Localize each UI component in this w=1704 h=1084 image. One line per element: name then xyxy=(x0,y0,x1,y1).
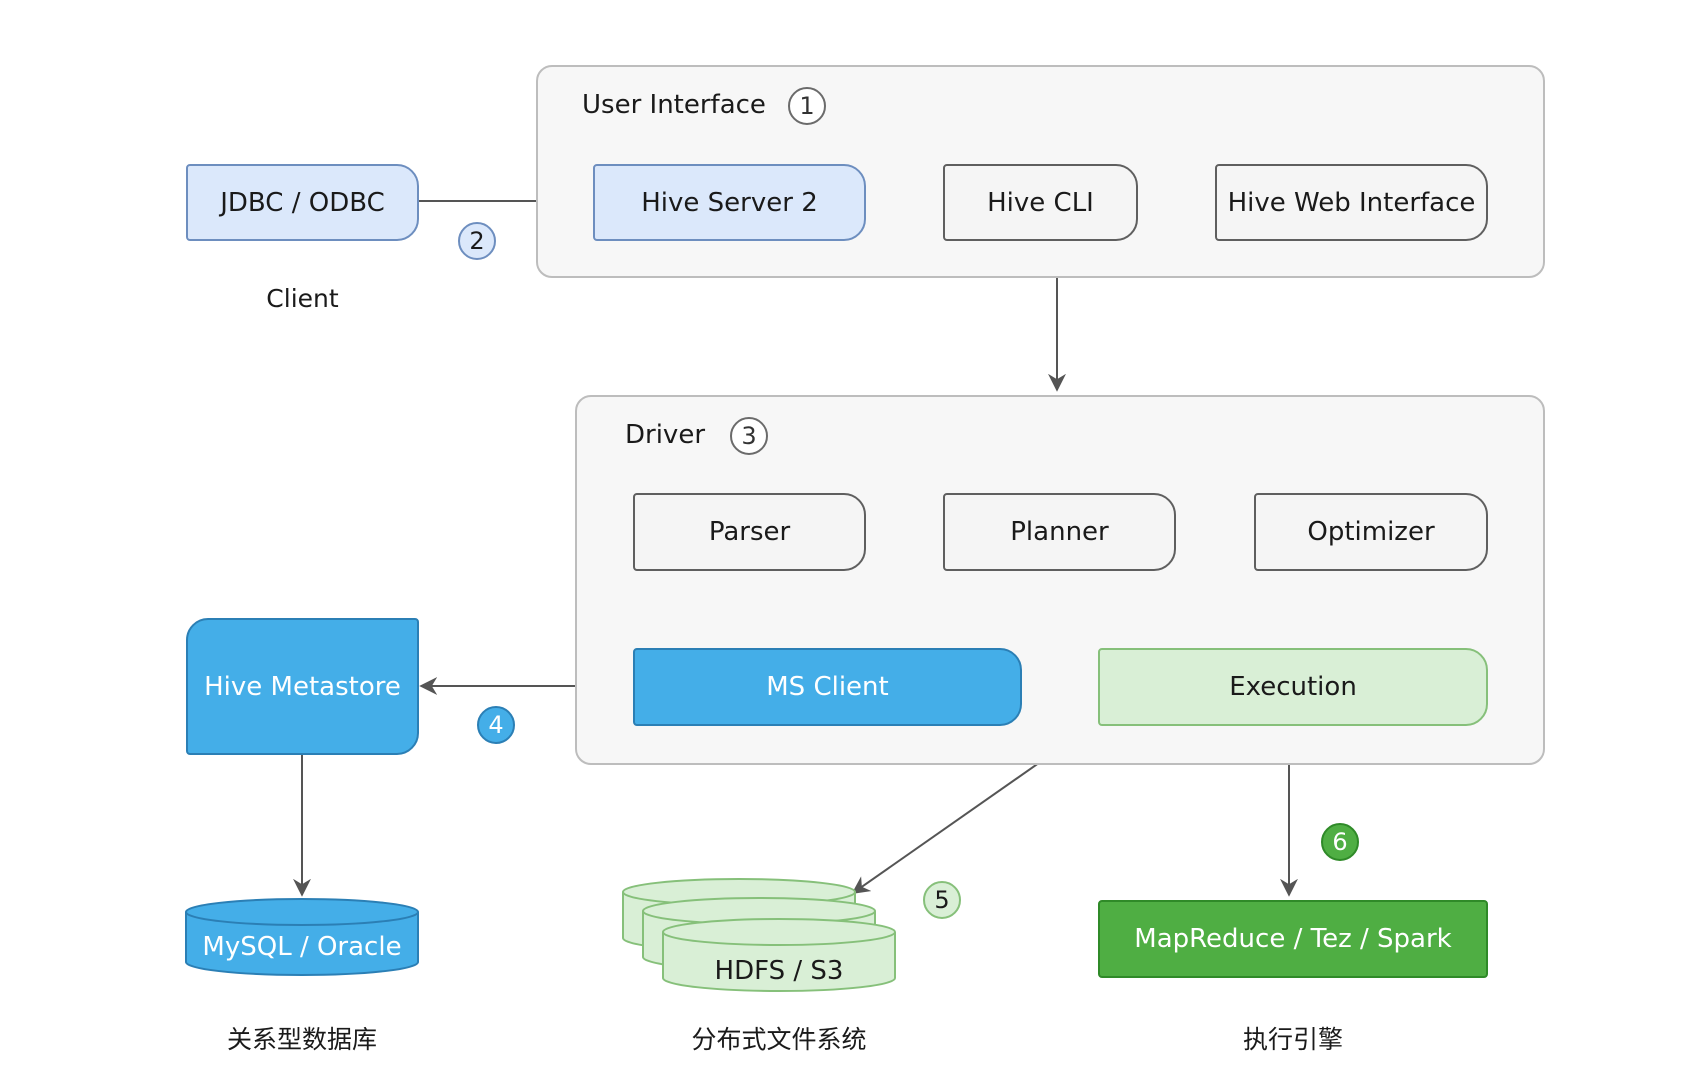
optimizer-label: Optimizer xyxy=(1307,517,1435,547)
step-4-badge: 4 xyxy=(477,706,515,744)
step-5-number: 5 xyxy=(934,886,950,914)
ms-client-label: MS Client xyxy=(766,672,889,702)
mapreduce-tez-spark-label: MapReduce / Tez / Spark xyxy=(1134,924,1452,954)
hdfs-s3-cylinders xyxy=(622,878,896,992)
step-3-badge: 3 xyxy=(730,417,768,455)
hive-server-2-label: Hive Server 2 xyxy=(641,187,818,218)
client-caption: Client xyxy=(266,284,339,313)
user-interface-title: User Interface xyxy=(582,90,766,120)
parser-box: Parser xyxy=(633,493,866,571)
hive-metastore-label: Hive Metastore xyxy=(204,671,401,702)
distributed-fs-caption: 分布式文件系统 xyxy=(691,1025,867,1054)
driver-title: Driver xyxy=(625,420,706,450)
step-2-number: 2 xyxy=(469,227,485,255)
step-1-number: 1 xyxy=(799,92,815,120)
parser-label: Parser xyxy=(708,517,791,547)
hive-web-interface-label: Hive Web Interface xyxy=(1227,187,1476,218)
step-4-number: 4 xyxy=(488,711,504,739)
hive-metastore-box: Hive Metastore xyxy=(186,618,419,755)
execution-box: Execution xyxy=(1098,648,1488,726)
mapreduce-tez-spark-box: MapReduce / Tez / Spark xyxy=(1098,900,1488,978)
step-1-badge: 1 xyxy=(788,87,826,125)
execution-engine-caption: 执行引擎 xyxy=(1242,1025,1343,1054)
mysql-oracle-label: MySQL / Oracle xyxy=(202,932,402,962)
execution-label: Execution xyxy=(1229,672,1357,702)
optimizer-box: Optimizer xyxy=(1254,493,1488,571)
hive-server-2-box: Hive Server 2 xyxy=(593,164,866,241)
step-5-badge: 5 xyxy=(923,881,961,919)
relational-db-caption: 关系型数据库 xyxy=(226,1025,377,1054)
step-2-badge: 2 xyxy=(458,222,496,260)
jdbc-odbc-label: JDBC / ODBC xyxy=(220,187,385,218)
step-6-number: 6 xyxy=(1332,828,1348,856)
hive-cli-label: Hive CLI xyxy=(987,187,1094,218)
hive-web-interface-box: Hive Web Interface xyxy=(1215,164,1488,241)
planner-box: Planner xyxy=(943,493,1176,571)
planner-label: Planner xyxy=(1010,517,1109,547)
mysql-oracle-cylinder xyxy=(185,898,419,976)
hdfs-s3-label: HDFS / S3 xyxy=(714,956,844,986)
step-3-number: 3 xyxy=(741,422,757,450)
ms-client-box: MS Client xyxy=(633,648,1022,726)
jdbc-odbc-box: JDBC / ODBC xyxy=(186,164,419,241)
hive-cli-box: Hive CLI xyxy=(943,164,1138,241)
step-6-badge: 6 xyxy=(1321,823,1359,861)
